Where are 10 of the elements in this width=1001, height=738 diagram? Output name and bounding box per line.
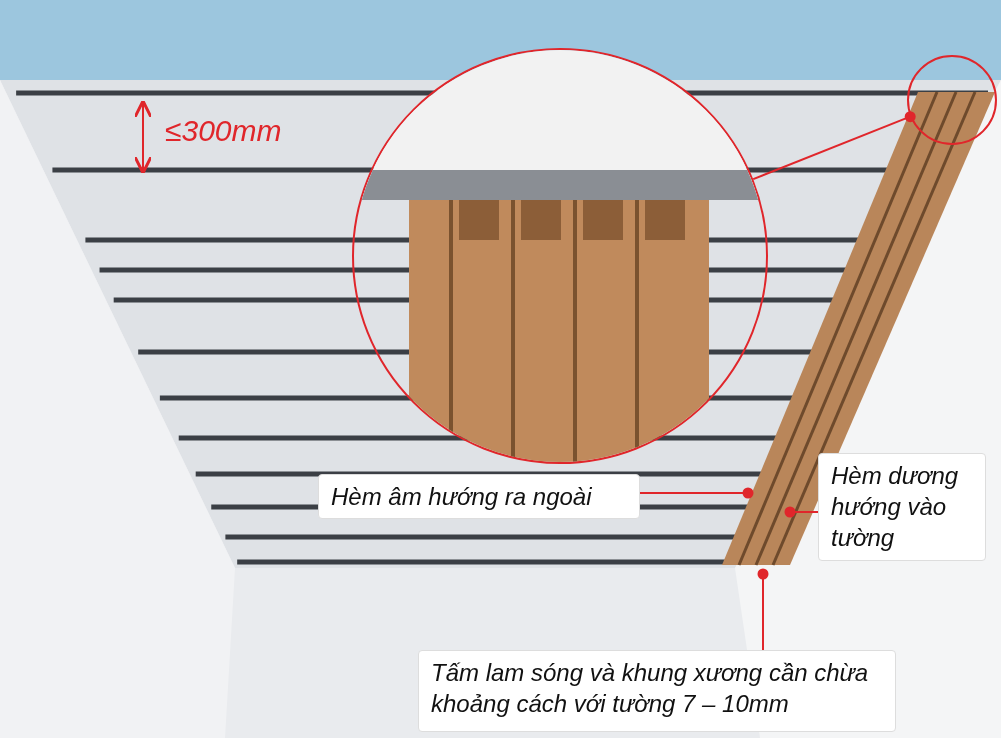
highlight-circle	[907, 55, 997, 145]
leader-line	[639, 487, 754, 499]
leader-line	[752, 111, 916, 181]
leader-line	[784, 506, 819, 518]
callout-label: Tấm lam sóng và khung xương cần chừa khoảng cách với tường 7 – 10mm	[418, 650, 896, 732]
dimension-label: ≤300mm	[165, 114, 282, 148]
magnified-inset	[352, 48, 768, 464]
callout-label: Hèm dương hướng vào tường	[818, 453, 986, 561]
callout-label: Hèm âm hướng ra ngoài	[318, 474, 640, 520]
leader-line	[757, 568, 769, 651]
